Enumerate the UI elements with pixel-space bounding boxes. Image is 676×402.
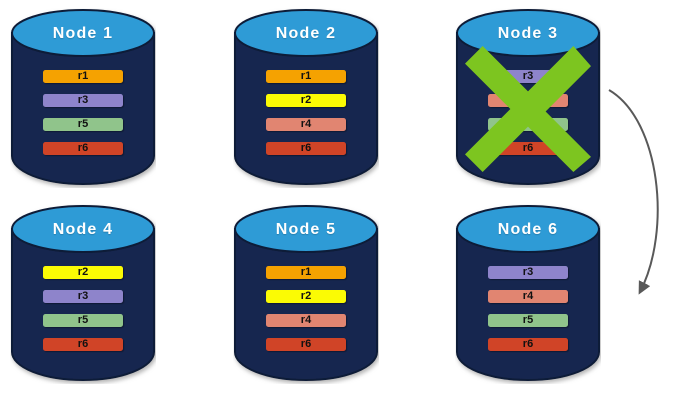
record-list: r3 r4 r5 r6 [488,70,568,166]
record-bar[interactable]: r3 [43,94,123,107]
record-bar[interactable]: r5 [43,118,123,131]
record-bar[interactable]: r6 [266,338,346,351]
record-bar[interactable]: r4 [488,290,568,303]
record-bar[interactable]: r1 [266,266,346,279]
record-label: r2 [77,266,89,278]
record-bar[interactable]: r2 [266,290,346,303]
record-bar[interactable]: r5 [488,118,568,131]
record-list: r2 r3 r5 r6 [43,266,123,362]
record-bar[interactable]: r6 [488,142,568,155]
record-label: r3 [77,94,89,106]
record-label: r3 [522,70,534,82]
record-bar[interactable]: r6 [43,338,123,351]
record-bar[interactable]: r2 [43,266,123,279]
record-bar[interactable]: r4 [266,314,346,327]
cylinder-top-ellipse [234,205,378,253]
record-label: r2 [300,94,312,106]
record-label: r4 [300,314,312,326]
record-label: r6 [522,142,534,154]
record-bar[interactable]: r6 [43,142,123,155]
cylinder-top-ellipse [234,9,378,57]
record-label: r5 [522,118,534,130]
failover-arrow-path [608,89,659,295]
record-label: r1 [300,266,312,278]
cylinder-top-ellipse [11,9,155,57]
record-label: r6 [300,338,312,350]
record-label: r2 [300,290,312,302]
record-label: r5 [77,118,89,130]
record-label: r6 [77,338,89,350]
record-list: r1 r2 r4 r6 [266,266,346,362]
record-label: r5 [522,314,534,326]
record-bar[interactable]: r5 [43,314,123,327]
record-label: r1 [300,70,312,82]
record-label: r6 [300,142,312,154]
record-label: r1 [77,70,89,82]
record-bar[interactable]: r3 [488,266,568,279]
record-bar[interactable]: r2 [266,94,346,107]
record-label: r4 [300,118,312,130]
record-bar[interactable]: r1 [266,70,346,83]
record-label: r5 [77,314,89,326]
record-list: r3 r4 r5 r6 [488,266,568,362]
record-label: r3 [522,266,534,278]
record-bar[interactable]: r4 [488,94,568,107]
record-bar[interactable]: r4 [266,118,346,131]
record-bar[interactable]: r6 [266,142,346,155]
record-label: r4 [522,94,534,106]
record-label: r3 [77,290,89,302]
record-bar[interactable]: r5 [488,314,568,327]
cylinder-top-ellipse [456,205,600,253]
record-bar[interactable]: r6 [488,338,568,351]
cylinder-top-ellipse [456,9,600,57]
record-bar[interactable]: r1 [43,70,123,83]
record-list: r1 r2 r4 r6 [266,70,346,166]
record-bar[interactable]: r3 [43,290,123,303]
cylinder-top-ellipse [11,205,155,253]
record-list: r1 r3 r5 r6 [43,70,123,166]
record-label: r6 [522,338,534,350]
record-label: r6 [77,142,89,154]
record-bar[interactable]: r3 [488,70,568,83]
record-label: r4 [522,290,534,302]
